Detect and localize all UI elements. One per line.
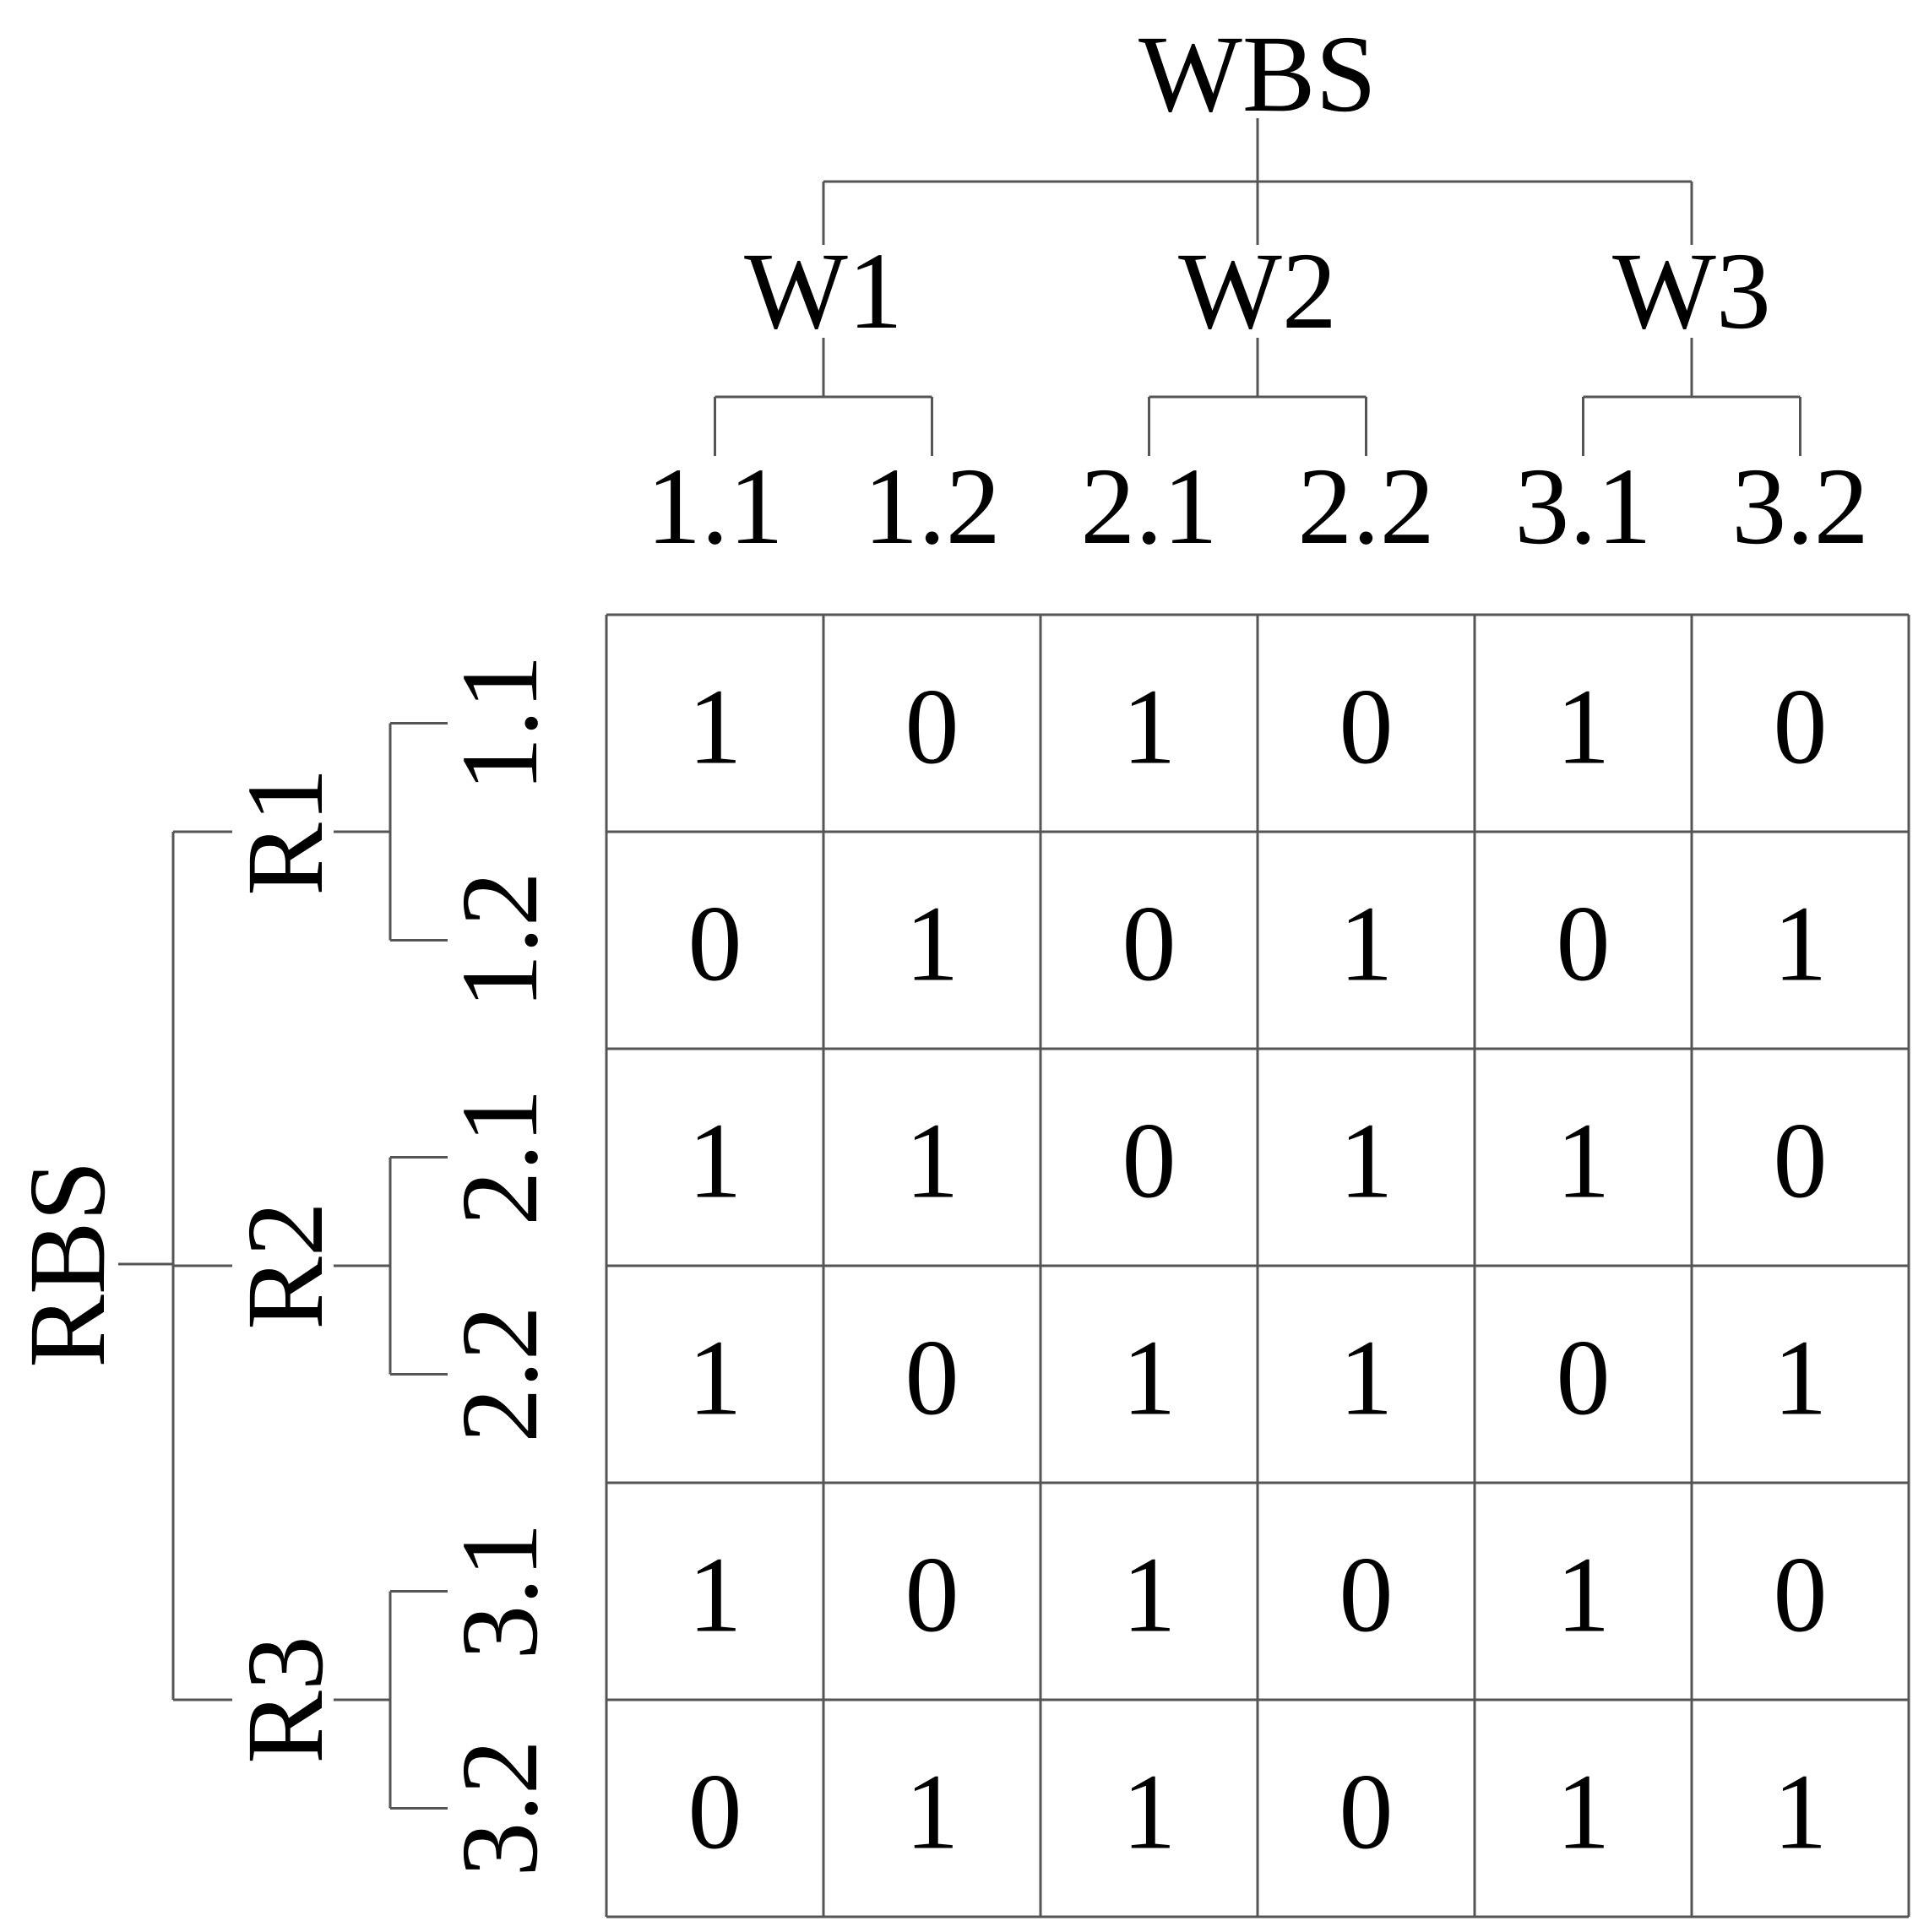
wbs-group-label: W3 [1612, 231, 1771, 352]
matrix-cell-r2-c1: 0 [688, 884, 742, 1004]
rbs-leaf-label: 1.1 [439, 654, 561, 792]
wbs-leaf-label: 1.1 [646, 446, 784, 567]
matrix-cell-r1-c6: 0 [1774, 667, 1828, 787]
matrix-cell-r4-c2: 0 [905, 1318, 959, 1438]
matrix-cell-r1-c5: 1 [1557, 667, 1611, 787]
matrix-cell-r5-c3: 1 [1122, 1535, 1176, 1655]
matrix-cells: 1 0 1 0 1 0 0 1 0 1 0 1 1 1 0 1 1 0 1 0 1 1 0 1 1 0 1 0 1 0 0 1 1 0 1 1 [688, 667, 1828, 1872]
matrix-cell-r6-c6: 1 [1774, 1752, 1828, 1872]
matrix-cell-r2-c6: 1 [1774, 884, 1828, 1004]
wbs-leaf-label: 3.1 [1514, 446, 1652, 567]
rbs-leaf-label: 3.1 [439, 1522, 561, 1660]
matrix-cell-r3-c3: 0 [1122, 1101, 1176, 1221]
matrix-cell-r3-c5: 1 [1557, 1101, 1611, 1221]
matrix-cell-r6-c5: 1 [1557, 1752, 1611, 1872]
wbs-leaf-label: 2.1 [1080, 446, 1218, 567]
matrix-cell-r4-c4: 1 [1339, 1318, 1394, 1438]
matrix-cell-r3-c6: 0 [1774, 1101, 1828, 1221]
matrix-cell-r4-c5: 0 [1557, 1318, 1611, 1438]
rbs-leaf-label: 1.2 [439, 871, 561, 1009]
matrix-cell-r6-c1: 0 [688, 1752, 742, 1872]
rbs-leaf-label: 2.1 [439, 1088, 561, 1226]
matrix-cell-r4-c1: 1 [688, 1318, 742, 1438]
matrix-cell-r3-c2: 1 [905, 1101, 959, 1221]
matrix-cell-r2-c5: 0 [1557, 884, 1611, 1004]
matrix-cell-r5-c6: 0 [1774, 1535, 1828, 1655]
matrix-cell-r4-c3: 1 [1122, 1318, 1176, 1438]
wbs-leaf-label: 3.2 [1731, 446, 1869, 567]
wbs-group-label: W1 [744, 231, 903, 352]
matrix-cell-r3-c1: 1 [688, 1101, 742, 1221]
matrix-cell-r6-c2: 1 [905, 1752, 959, 1872]
matrix-cell-r5-c4: 0 [1339, 1535, 1394, 1655]
rbs-group-label: R3 [225, 1636, 346, 1764]
tree-connectors [118, 118, 1801, 1810]
rbs-group-label: R2 [225, 1202, 346, 1330]
rbs-root-label: RBS [7, 1160, 128, 1368]
matrix-cell-r3-c4: 1 [1339, 1101, 1394, 1221]
matrix-cell-r2-c2: 1 [905, 884, 959, 1004]
matrix-cell-r1-c1: 1 [688, 667, 742, 787]
matrix-cell-r6-c4: 0 [1339, 1752, 1394, 1872]
rbs-group-label: R1 [225, 768, 346, 896]
wbs-leaf-label: 2.2 [1297, 446, 1435, 567]
matrix-cell-r5-c2: 0 [905, 1535, 959, 1655]
rbs-leaf-label: 3.2 [439, 1739, 561, 1877]
matrix-cell-r2-c4: 1 [1339, 884, 1394, 1004]
matrix-cell-r4-c6: 1 [1774, 1318, 1828, 1438]
wbs-leaf-label: 1.2 [863, 446, 1001, 567]
matrix-cell-r5-c1: 1 [688, 1535, 742, 1655]
matrix-grid [605, 613, 1910, 1918]
matrix-cell-r5-c5: 1 [1557, 1535, 1611, 1655]
rbs-leaf-label: 2.2 [439, 1305, 561, 1443]
matrix-cell-r6-c3: 1 [1122, 1752, 1176, 1872]
wbs-group-label: W2 [1178, 231, 1337, 352]
matrix-cell-r2-c3: 0 [1122, 884, 1176, 1004]
matrix-cell-r1-c2: 0 [905, 667, 959, 787]
wbs-root-label: WBS [1138, 14, 1377, 135]
matrix-cell-r1-c4: 0 [1339, 667, 1394, 787]
matrix-cell-r1-c3: 1 [1122, 667, 1176, 787]
